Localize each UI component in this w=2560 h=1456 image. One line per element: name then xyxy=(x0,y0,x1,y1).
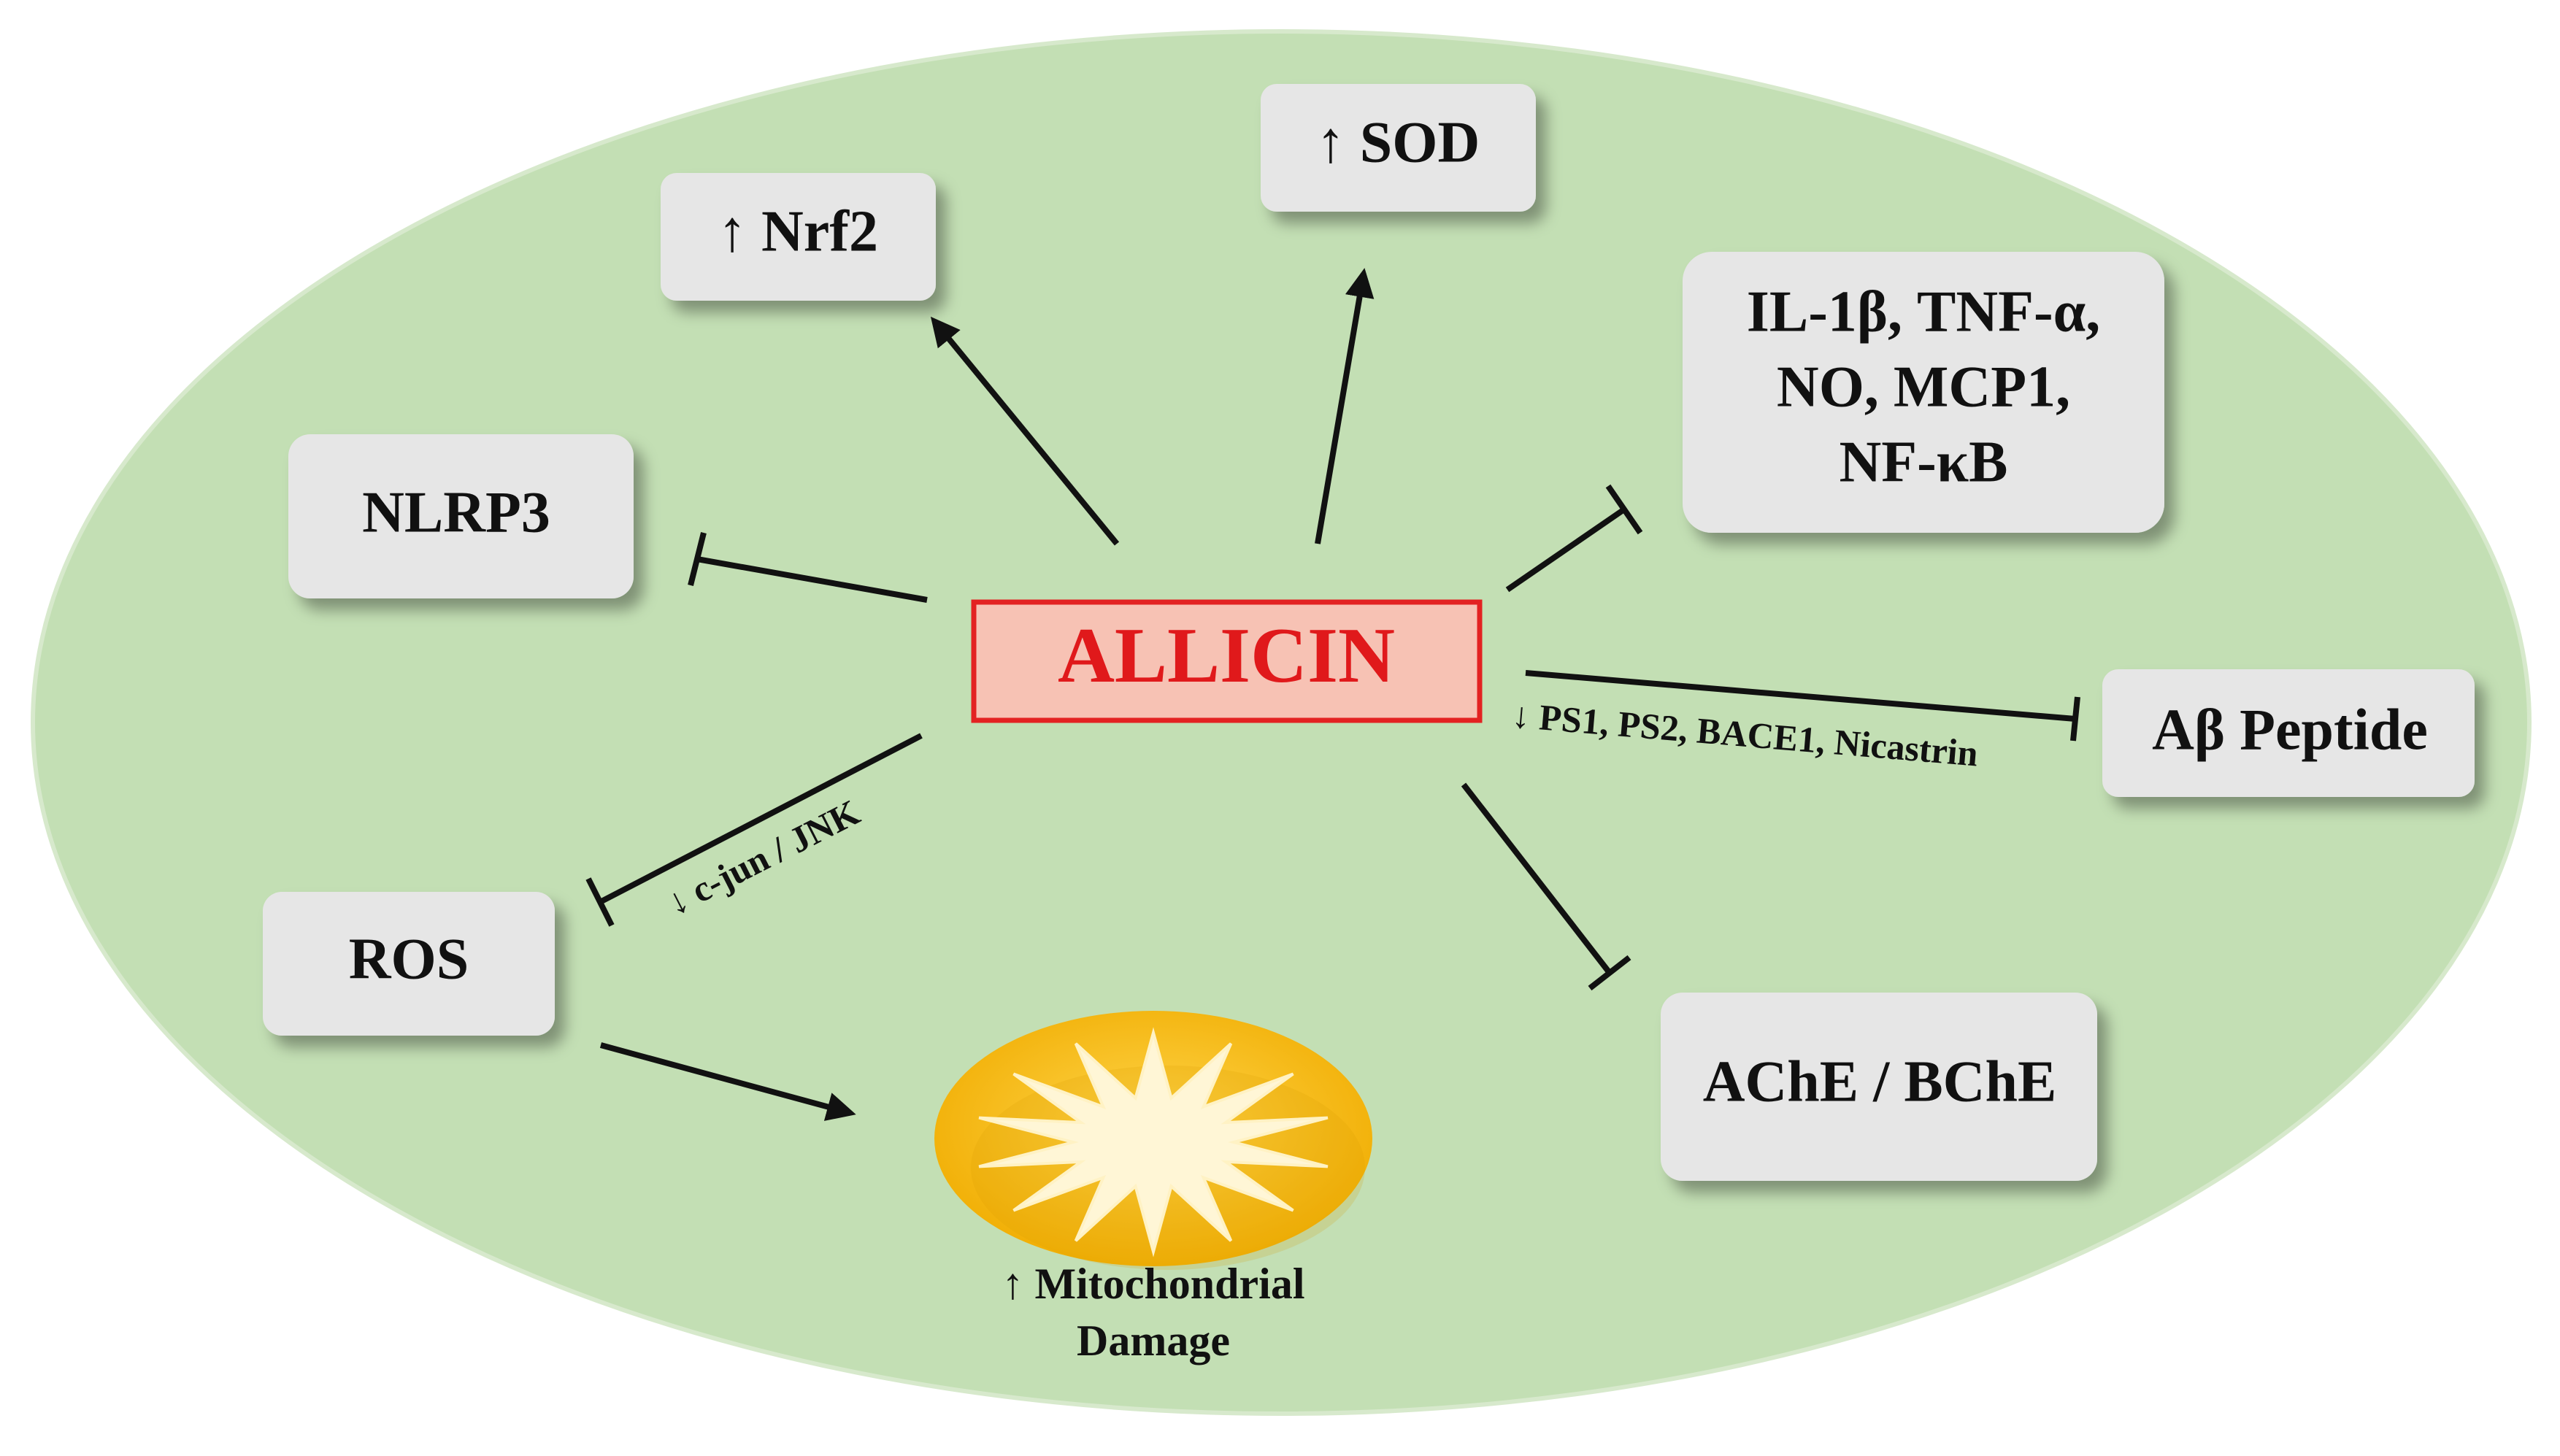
edge-allicin-sod xyxy=(1315,268,1375,544)
node-allicin-label: ALLICIN xyxy=(1058,612,1395,699)
node-cytokines: IL-1β, TNF-α, NO, MCP1, NF-κB xyxy=(1683,252,2164,533)
node-ros: ROS xyxy=(263,892,555,1036)
edge-allicin-nlrp3-bar xyxy=(688,532,707,586)
node-nrf2-label: ↑ Nrf2 xyxy=(718,199,878,263)
node-abeta-box xyxy=(2102,669,2475,797)
edge-allicin-abeta-bar xyxy=(2070,696,2080,742)
edge-allicin-nlrp3 xyxy=(696,556,928,603)
edge-allicin-ros-bar xyxy=(585,877,615,927)
edge-allicin-cytokines-bar xyxy=(1605,484,1643,535)
node-cytokines-line-1: IL-1β, TNF-α, xyxy=(1747,280,2101,344)
edge-allicin-cytokines xyxy=(1505,506,1626,593)
node-ros-box xyxy=(263,892,555,1036)
node-nlrp3-label: NLRP3 xyxy=(362,480,550,544)
burst-icon xyxy=(934,1011,1372,1270)
node-mito-line-2: Damage xyxy=(1077,1317,1230,1365)
node-sod-label: ↑ SOD xyxy=(1316,110,1480,174)
node-nrf2-box xyxy=(661,173,936,301)
node-allicin-box xyxy=(971,599,1483,723)
node-cytokines-line-3: NF-κB xyxy=(1839,430,2007,494)
edge-allicin-ache-bar xyxy=(1588,955,1631,991)
node-nrf2: ↑ Nrf2 xyxy=(661,173,936,301)
edges xyxy=(585,268,2080,1121)
node-sod-box xyxy=(1261,84,1536,212)
node-mito: ↑ Mitochondrial Damage xyxy=(934,1011,1372,1365)
node-ache-box xyxy=(1661,993,2097,1181)
node-mito-line-1: ↑ Mitochondrial xyxy=(1002,1260,1305,1308)
edge-allicin-ros xyxy=(599,733,923,905)
node-sod: ↑ SOD xyxy=(1261,84,1536,212)
node-nlrp3-box xyxy=(288,434,634,598)
node-cytokines-box xyxy=(1683,252,2164,533)
node-abeta: Aβ Peptide xyxy=(2102,669,2475,797)
node-ache-label: AChE / BChE xyxy=(1703,1049,2057,1114)
node-ros-label: ROS xyxy=(349,927,469,991)
node-allicin: ALLICIN xyxy=(971,599,1483,723)
edge-ros-mito xyxy=(599,1042,856,1121)
node-abeta-label: Aβ Peptide xyxy=(2152,698,2428,762)
node-ache: AChE / BChE xyxy=(1661,993,2097,1181)
edge-allicin-abeta xyxy=(1525,670,2076,722)
node-cytokines-line-2: NO, MCP1, xyxy=(1777,355,2070,419)
edge-allicin-nrf2 xyxy=(930,316,1120,546)
node-nlrp3: NLRP3 xyxy=(288,434,634,598)
edge-allicin-ache xyxy=(1461,782,1613,975)
